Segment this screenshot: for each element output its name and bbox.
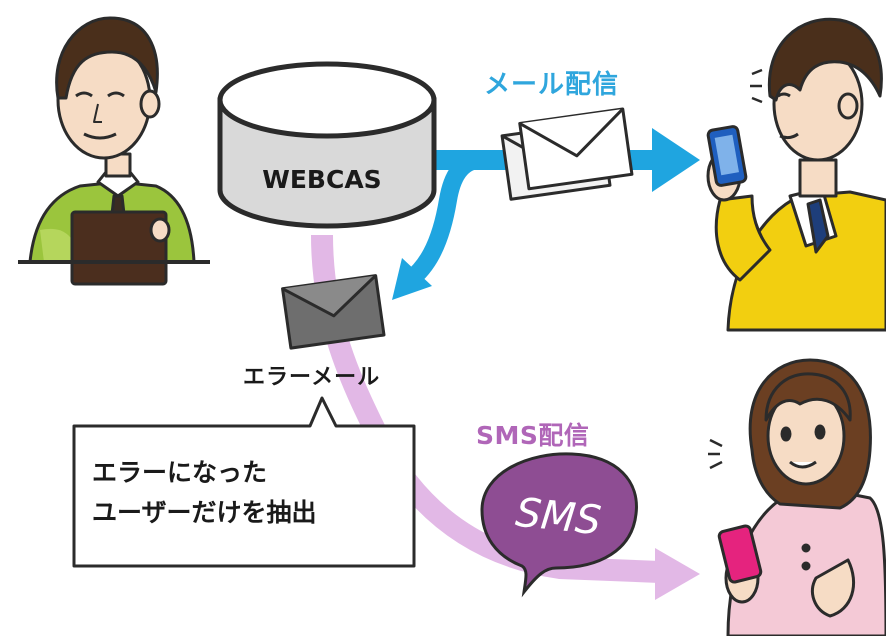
speech-bubble-icon	[480, 452, 638, 598]
callout-line-2: ユーザーだけを抽出	[92, 498, 317, 527]
operator-person-icon	[18, 16, 210, 286]
callout-box	[72, 396, 416, 568]
mail-delivery-label: メール配信	[484, 70, 620, 100]
database-icon	[217, 61, 437, 229]
smartphone-icon	[706, 125, 748, 187]
error-envelope-icon	[281, 274, 386, 350]
error-mail-label: エラーメール	[243, 365, 381, 390]
male-recipient-icon	[706, 17, 886, 332]
callout-text: エラーになった ユーザーだけを抽出	[92, 453, 317, 533]
bounce-arrow	[392, 151, 481, 300]
smartphone-icon	[717, 524, 763, 584]
sms-bubble-label: SMS	[513, 490, 603, 545]
envelope-icon	[500, 107, 634, 201]
server-label: WEBCAS	[262, 165, 381, 194]
callout-line-1: エラーになった	[92, 458, 268, 487]
sms-delivery-label: SMS配信	[476, 421, 590, 450]
female-recipient-icon	[708, 358, 886, 636]
